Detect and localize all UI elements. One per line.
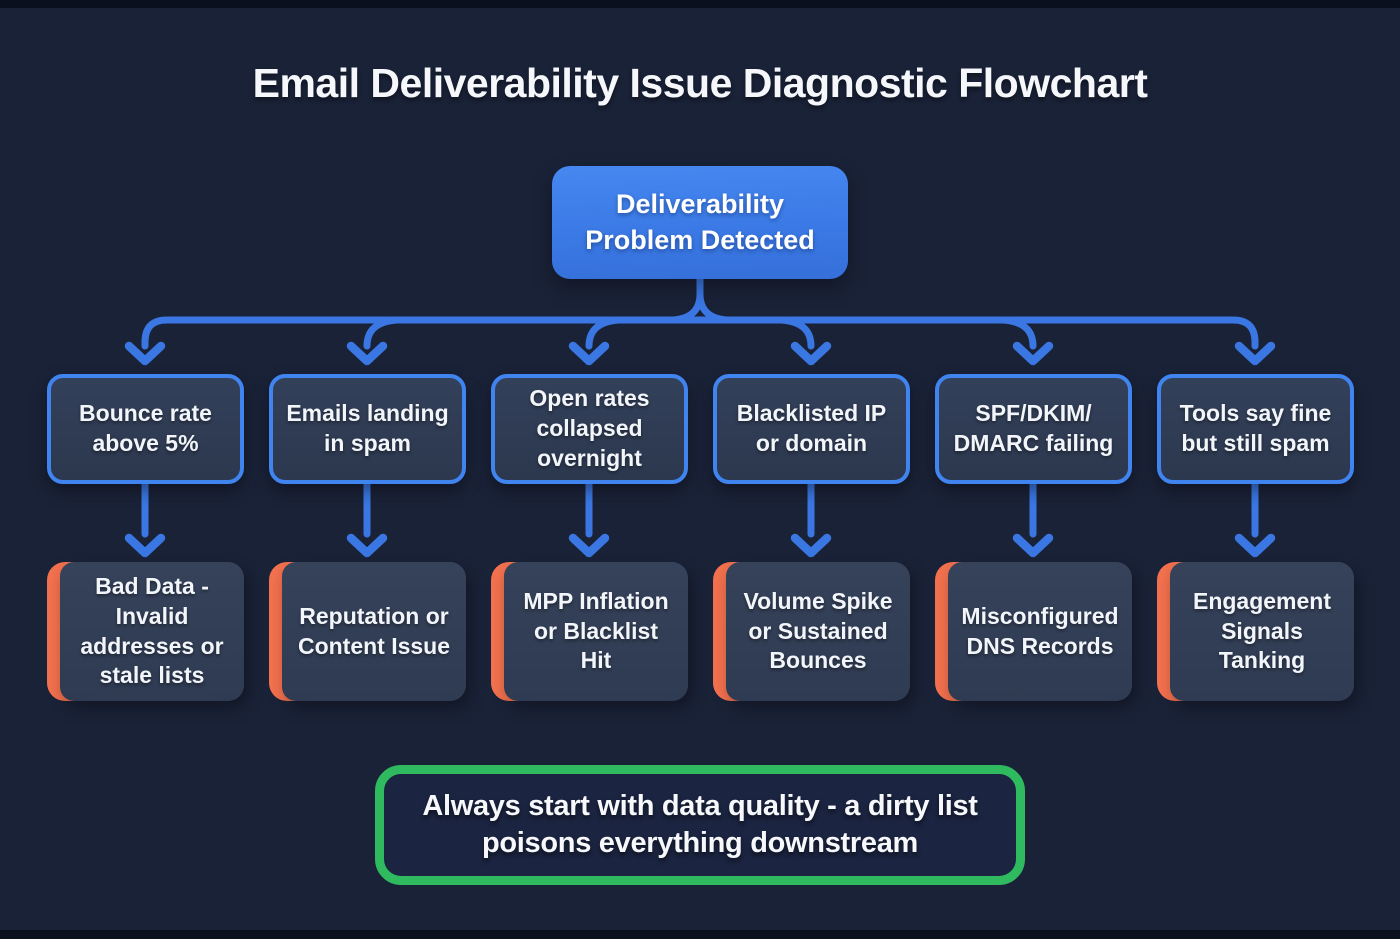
connector-symptom-to-cause: [141, 479, 1259, 538]
cause-node-bad-data: Bad Data - Invalid addresses or stale li…: [47, 562, 244, 701]
top-edge-strip: [0, 0, 1400, 8]
symptom-label: SPF/DKIM/ DMARC failing: [953, 399, 1114, 456]
cause-label: Bad Data - Invalid addresses or stale li…: [80, 572, 224, 689]
cause-label: Reputation or Content Issue: [297, 602, 451, 659]
symptom-label: Open rates collapsed overnight: [529, 385, 650, 471]
cause-node-dns-records: Misconfigured DNS Records: [935, 562, 1132, 701]
footer-advice-text: Always start with data quality - a dirty…: [422, 789, 978, 859]
arrow-down-icons-causes: [124, 533, 1276, 558]
symptom-label: Tools say fine but still spam: [1179, 399, 1332, 456]
cause-row: Bad Data - Invalid addresses or stale li…: [47, 562, 1354, 701]
root-node-deliverability-problem: Deliverability Problem Detected: [552, 166, 848, 279]
symptom-node-blacklisted: Blacklisted IP or domain: [713, 374, 910, 484]
cause-label: Volume Spike or Sustained Bounces: [743, 587, 893, 674]
cause-node-reputation: Reputation or Content Issue: [269, 562, 466, 701]
arrow-down-icons-symptoms: [124, 341, 1276, 366]
cause-label: Engagement Signals Tanking: [1192, 587, 1332, 674]
symptom-label: Emails landing in spam: [286, 399, 449, 456]
cause-label: Misconfigured DNS Records: [961, 602, 1119, 659]
symptom-node-open-rates: Open rates collapsed overnight: [491, 374, 688, 484]
symptom-row: Bounce rate above 5% Emails landing in s…: [47, 374, 1354, 484]
cause-node-volume-spike: Volume Spike or Sustained Bounces: [713, 562, 910, 701]
connector-branch-hooks: [363, 316, 1037, 350]
symptom-node-auth-failing: SPF/DKIM/ DMARC failing: [935, 374, 1132, 484]
symptom-node-tools-say-fine: Tools say fine but still spam: [1157, 374, 1354, 484]
root-node-label: Deliverability Problem Detected: [585, 188, 815, 255]
symptom-label: Bounce rate above 5%: [79, 399, 212, 456]
symptom-label: Blacklisted IP or domain: [736, 399, 887, 456]
footer-advice-box: Always start with data quality - a dirty…: [375, 765, 1025, 885]
symptom-node-spam-folder: Emails landing in spam: [269, 374, 466, 484]
cause-node-engagement: Engagement Signals Tanking: [1157, 562, 1354, 701]
bottom-edge-strip: [0, 930, 1400, 939]
page-title: Email Deliverability Issue Diagnostic Fl…: [252, 60, 1148, 106]
connector-bus: [141, 316, 1259, 350]
cause-node-mpp-inflation: MPP Inflation or Blacklist Hit: [491, 562, 688, 701]
connector-root-stem: [669, 273, 731, 324]
symptom-node-bounce-rate: Bounce rate above 5%: [47, 374, 244, 484]
cause-label: MPP Inflation or Blacklist Hit: [523, 587, 669, 674]
